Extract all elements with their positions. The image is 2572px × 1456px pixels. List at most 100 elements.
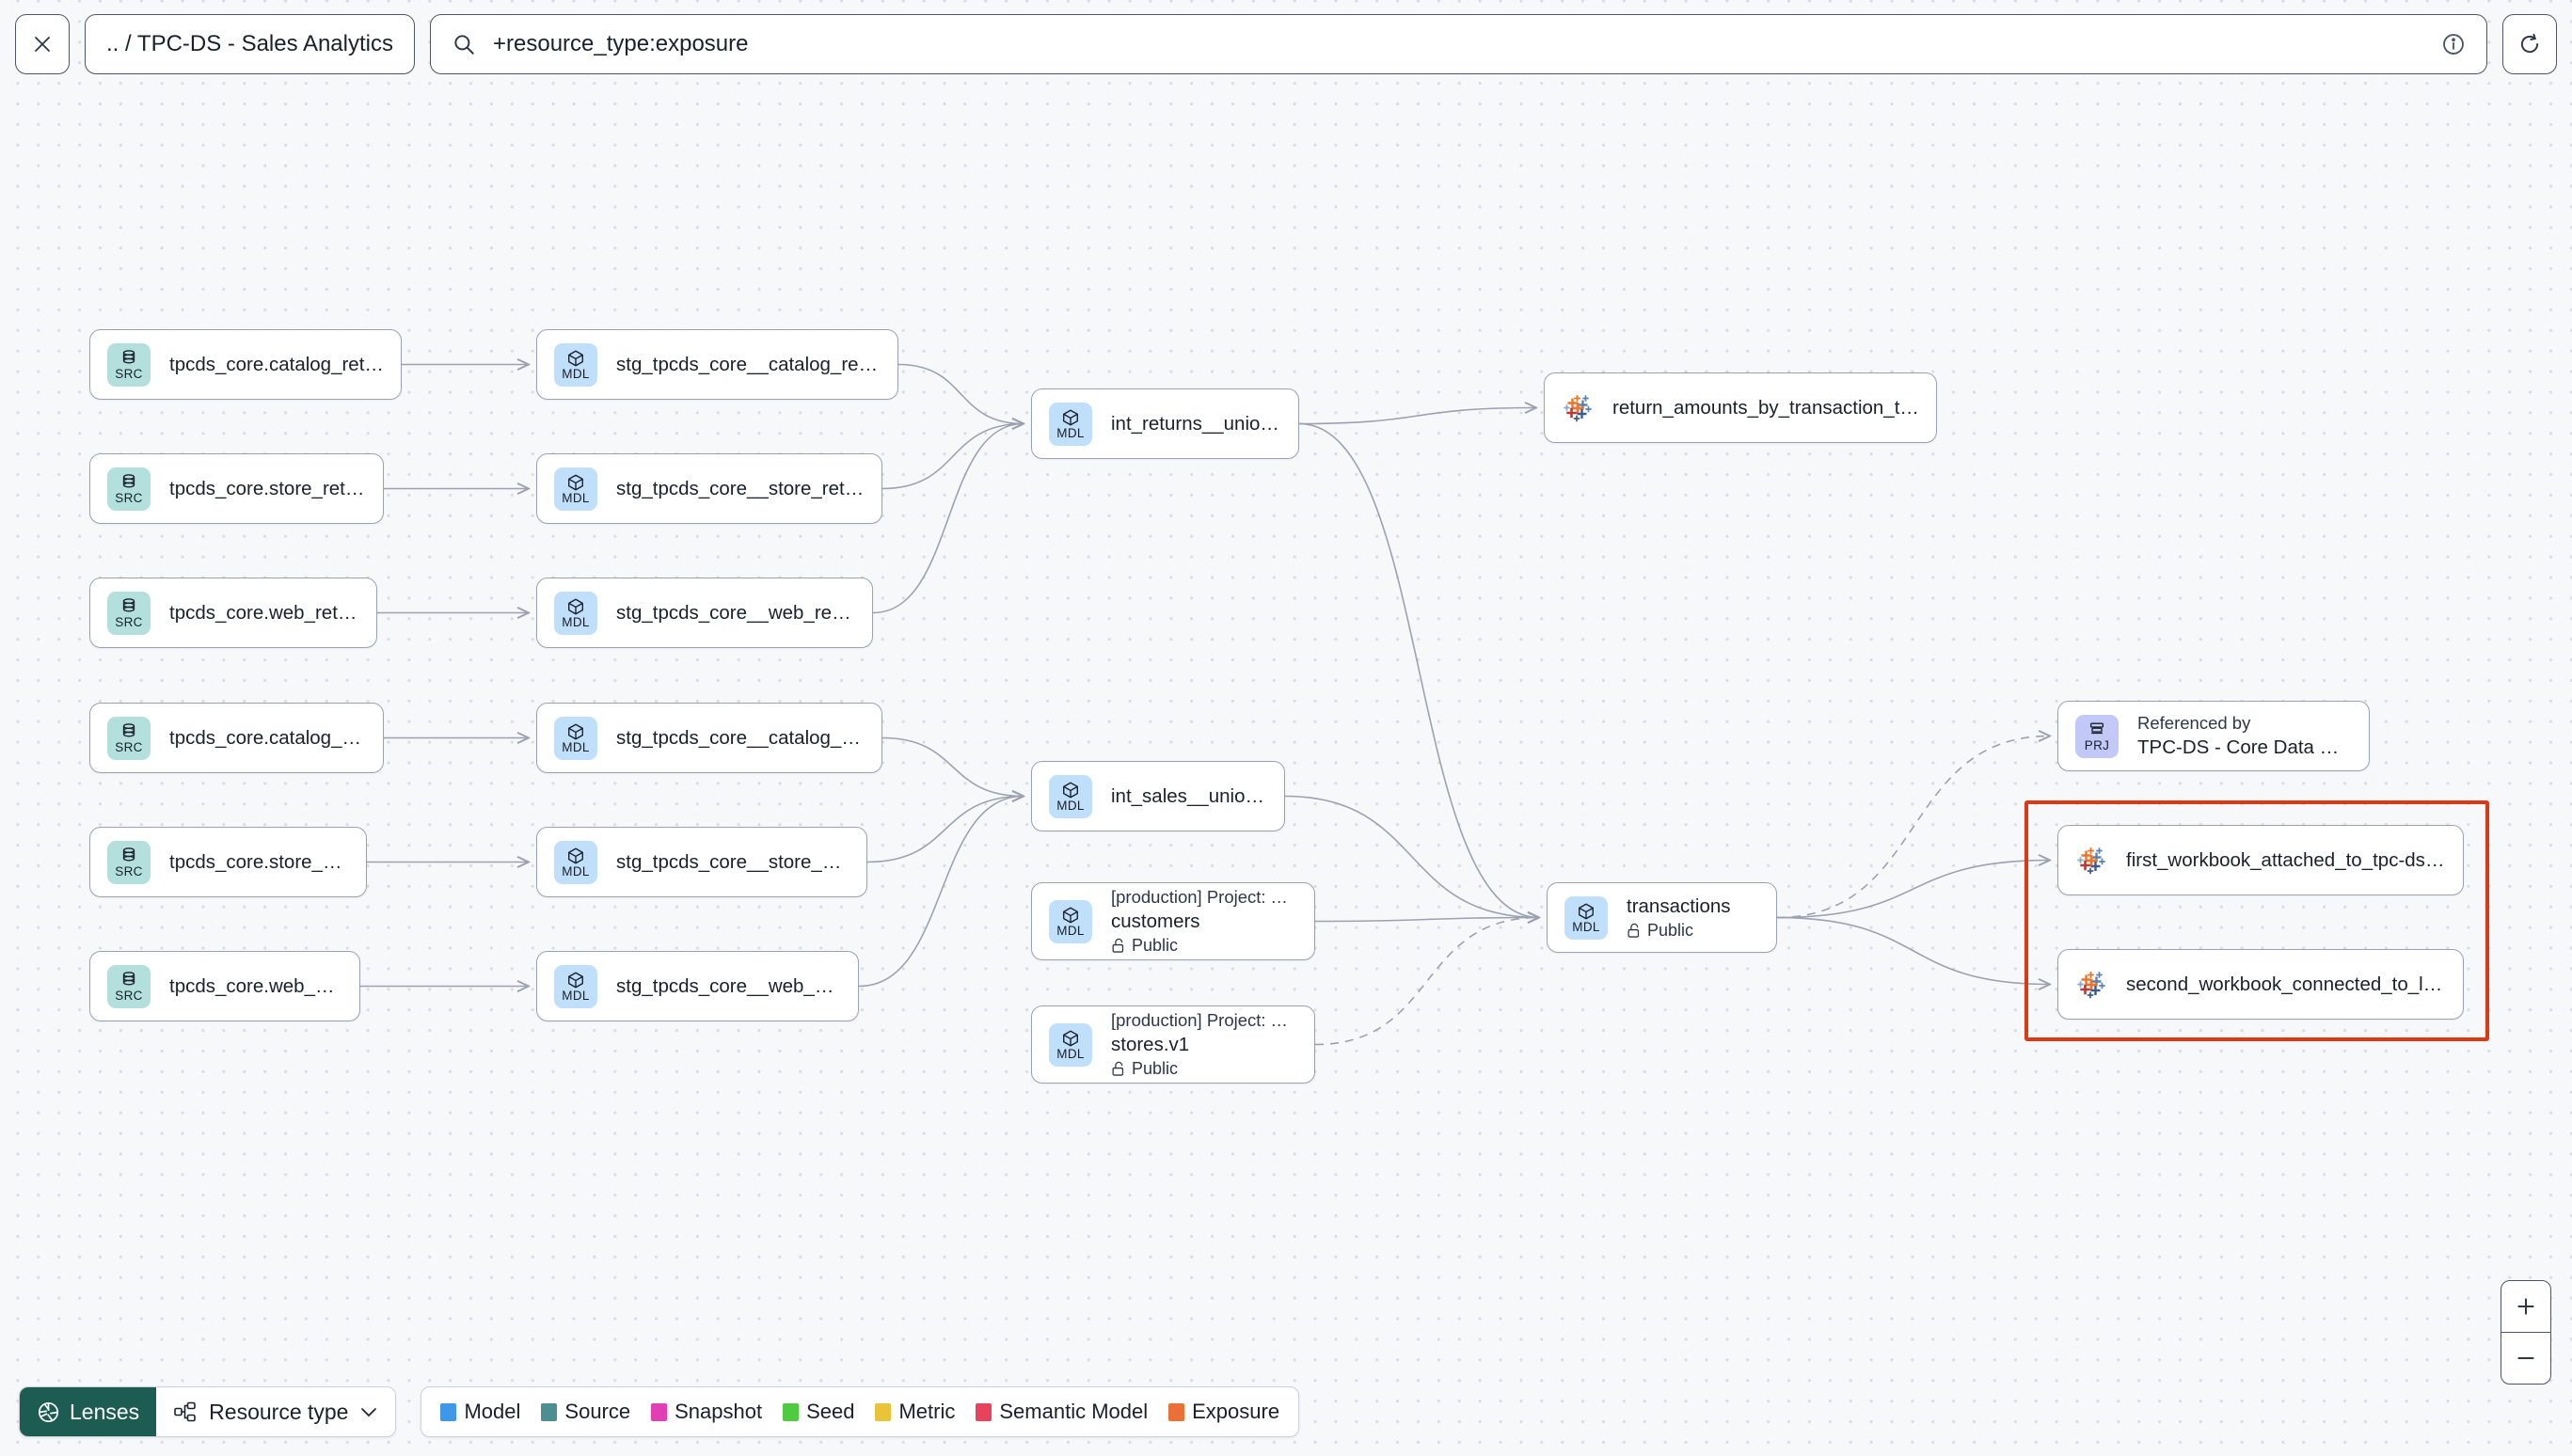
zoom-out-button[interactable] [2501,1333,2550,1384]
graph-node-customers[interactable]: MDL[production] Project: TPC-DS - Core D… [1031,882,1315,960]
search-bar[interactable] [429,14,2487,74]
legend-label: Model [464,1400,521,1423]
node-title: tpcds_core.catalog_returns [169,353,384,375]
zoom-controls [2501,1280,2551,1385]
node-type-badge-label: SRC [115,491,143,505]
legend-item-semantic-model[interactable]: Semantic Model [976,1400,1148,1424]
node-text: stg_tpcds_core__web_sales [616,975,841,998]
node-type-badge-mdl: MDL [1564,895,1608,940]
graph-node-src_store_returns[interactable]: SRC tpcds_core.store_returns [89,453,384,524]
graph-node-exp_first_workbook[interactable]: first_workbook_attached_to_tpc-ds_-_… [2057,825,2464,895]
node-text: tpcds_core.web_returns [169,602,359,625]
legend-item-exposure[interactable]: Exposure [1168,1400,1279,1424]
node-type-badge-mdl: MDL [554,591,597,635]
graph-node-stores_v1[interactable]: MDL[production] Project: TPC-DS - Core D… [1031,1005,1315,1084]
node-text: stg_tpcds_core__store_sales [616,851,849,874]
legend-item-model[interactable]: Model [440,1400,520,1424]
node-subtitle: [production] Project: TPC-DS - Core Data… [1111,1010,1297,1030]
graph-node-stg_store_sales[interactable]: MDL stg_tpcds_core__store_sales [536,827,867,897]
edge-stg_store_returns-to-int_returns_unioned [881,424,1024,490]
cube-icon [568,847,583,864]
node-type-badge-src: SRC [107,342,151,387]
node-text: tpcds_core.store_returns [169,478,366,500]
node-text: stg_tpcds_core__store_returns [616,478,865,500]
node-type-badge-label: MDL [562,864,590,878]
archive-icon [2089,722,2104,735]
tableau-workbook-icon [2077,847,2105,874]
graph-node-exp_second_workbook[interactable]: second_workbook_connected_to_live… [2057,949,2464,1020]
node-type-badge-src: SRC [107,840,151,884]
tableau-workbook-icon [2077,971,2105,998]
edge-transactions-to-exp_first_workbook [1776,861,2050,919]
graph-node-int_sales_unioned[interactable]: MDL int_sales__unioned [1031,761,1285,831]
chevron-down-icon [361,1408,377,1417]
node-title: return_amounts_by_transaction_type [1612,396,1919,419]
node-type-badge-label: SRC [115,989,143,1003]
node-type-badge-label: MDL [562,615,590,629]
node-type-badge-mdl: MDL [554,840,597,884]
resource-type-legend: Model Source Snapshot Seed Metric Semantic Mo… [421,1386,1300,1437]
node-text: tpcds_core.catalog_returns [169,354,384,376]
node-text: second_workbook_connected_to_live… [2126,973,2446,996]
node-text: [production] Project: TPC-DS - Core Data… [1111,1010,1297,1079]
close-button[interactable] [15,14,70,74]
refresh-button[interactable] [2502,14,2557,74]
legend-item-seed[interactable]: Seed [783,1400,854,1424]
node-type-badge-mdl: MDL [1049,899,1092,943]
search-input[interactable] [490,30,2426,58]
zoom-in-button[interactable] [2501,1281,2550,1332]
node-type-badge-mdl: MDL [1049,774,1092,818]
node-type-badge-src: SRC [107,467,151,511]
unlock-icon [1627,923,1640,938]
graph-node-src_catalog_returns[interactable]: SRC tpcds_core.catalog_returns [89,329,402,400]
node-visibility: Public [1111,1059,1297,1079]
node-text: tpcds_core.catalog_sales [169,727,366,750]
tableau-workbook-icon [1564,394,1592,421]
graph-node-stg_catalog_sales[interactable]: MDL stg_tpcds_core__catalog_sales [536,703,882,773]
legend-item-metric[interactable]: Metric [875,1400,955,1424]
node-title: first_workbook_attached_to_tpc-ds_-_… [2126,848,2446,871]
hierarchy-icon [174,1401,196,1422]
node-subtitle: Referenced by [2137,713,2251,733]
breadcrumb[interactable]: .. / TPC-DS - Sales Analytics [85,14,415,74]
node-title: int_sales__unioned [1111,784,1267,807]
minus-icon [2517,1356,2534,1360]
legend-swatch [783,1402,800,1421]
node-type-badge-label: MDL [562,740,590,754]
node-text: stg_tpcds_core__catalog_sales [616,727,865,750]
edge-int_returns_unioned-to-transactions [1298,422,1539,918]
node-type-badge-label: MDL [1056,426,1085,440]
resource-type-dropdown[interactable]: Resource type [156,1387,396,1436]
info-icon[interactable] [2441,32,2466,56]
database-icon [122,847,135,862]
legend-item-snapshot[interactable]: Snapshot [651,1400,762,1424]
graph-node-return_amounts[interactable]: return_amounts_by_transaction_type [1544,372,1937,443]
legend-label: Seed [806,1400,855,1423]
database-icon [122,972,135,986]
node-type-badge-label: MDL [1056,924,1085,938]
legend-label: Metric [898,1400,956,1423]
edge-stg_web_sales-to-int_sales_unioned [858,797,1024,988]
edge-stg_store_sales-to-int_sales_unioned [866,797,1024,863]
close-icon [35,37,50,52]
node-visibility: Public [1111,936,1297,956]
cube-icon [568,723,583,740]
cube-icon [568,972,583,989]
legend-item-source[interactable]: Source [541,1400,630,1424]
node-type-badge-label: SRC [115,864,143,878]
lenses-button[interactable]: Lenses [20,1387,157,1436]
